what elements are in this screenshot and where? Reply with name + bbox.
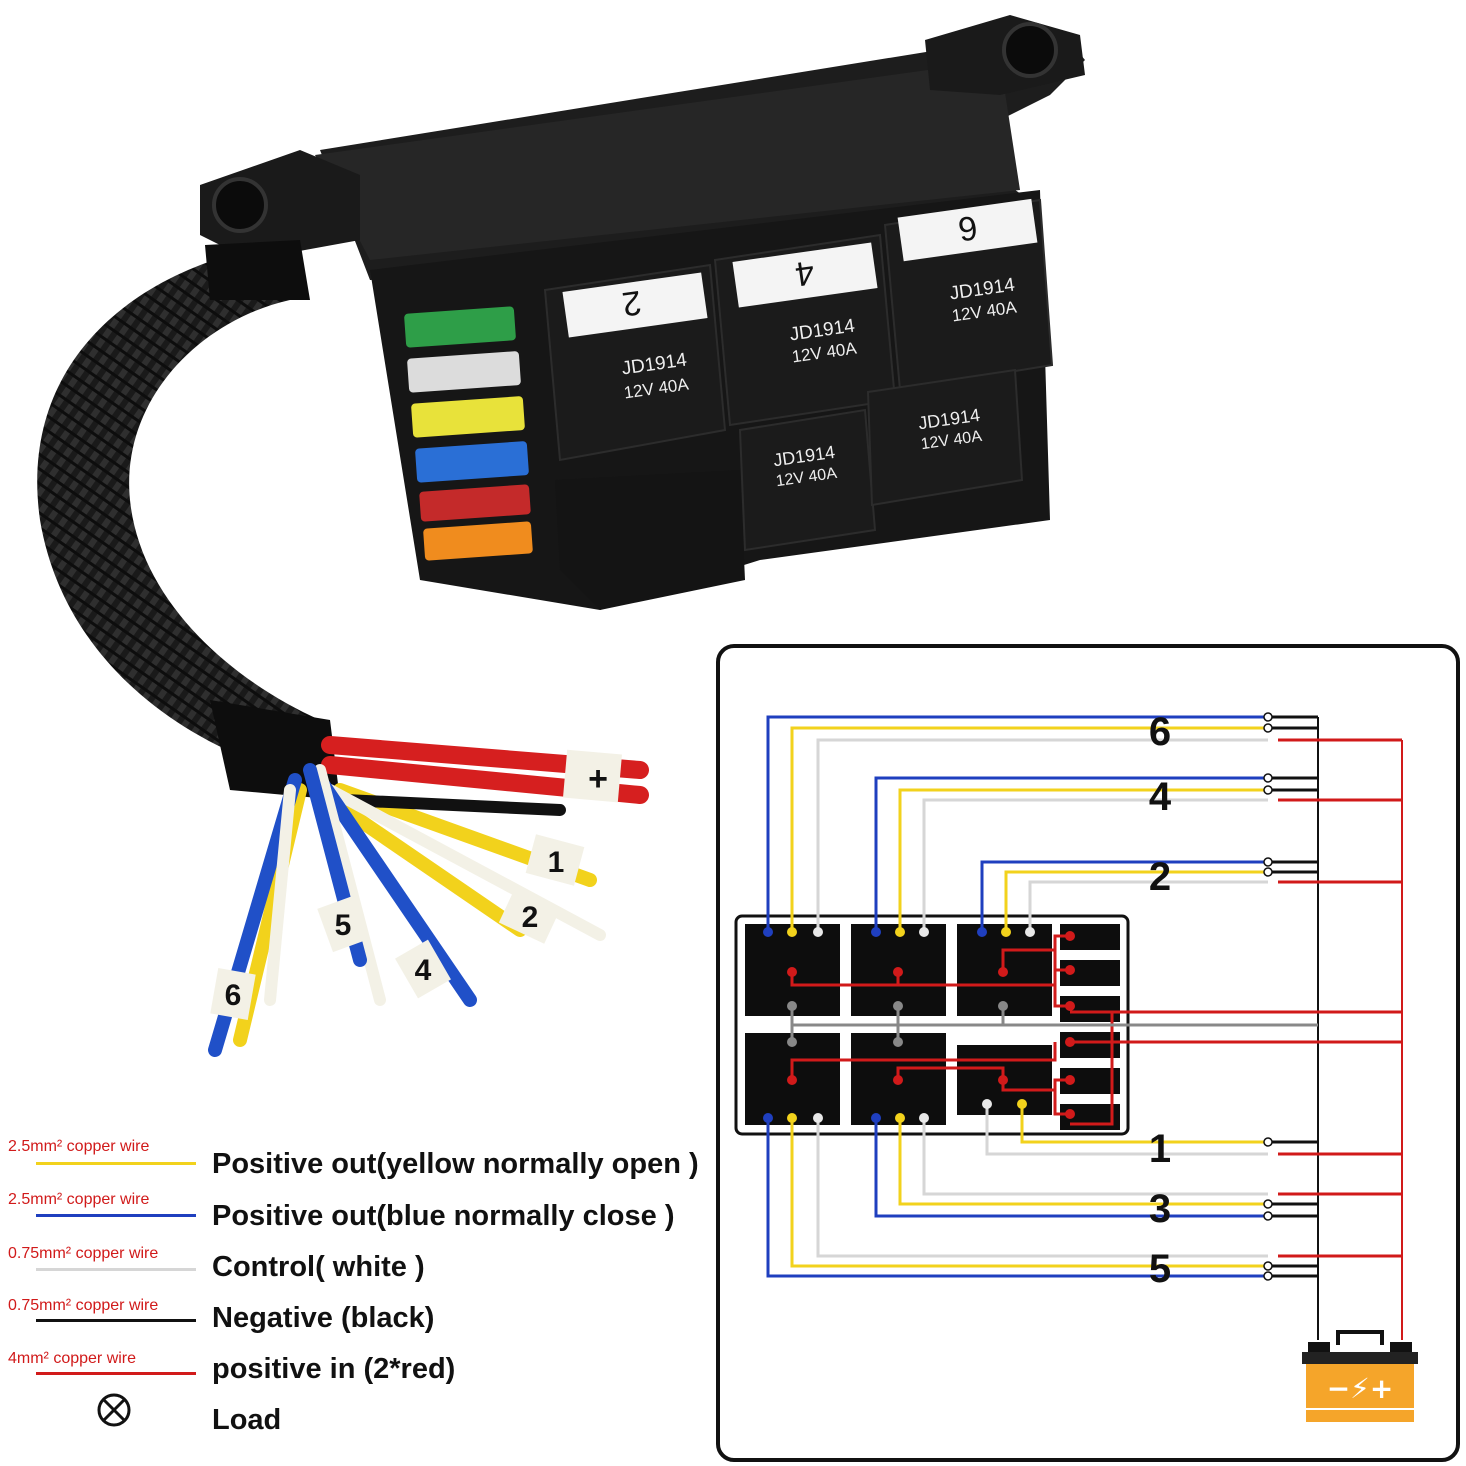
wire-tag-4: 4: [415, 954, 432, 987]
load-icon: [97, 1393, 131, 1427]
legend-spec-yellow: 2.5mm² copper wire: [8, 1138, 150, 1155]
relay-lower-middle: JD1914 12V 40A: [738, 408, 877, 552]
pin-dots: [763, 927, 1075, 1123]
legend-label-red: positive in (2*red): [212, 1353, 456, 1385]
fuse-feeds: [790, 934, 1402, 1126]
wire-tag-1: 1: [548, 846, 565, 879]
fuse-bank: [404, 306, 533, 561]
circuit-3-wires: [874, 1118, 1402, 1218]
wire-tag-6: 6: [225, 979, 242, 1012]
legend-label-yellow: Positive out(yellow normally open ): [212, 1148, 699, 1180]
fuse-red: [419, 484, 531, 522]
circuit-5-wires: [766, 1118, 1402, 1278]
circuit-label-5: 5: [1149, 1247, 1171, 1291]
circuit-label-2: 2: [1149, 855, 1171, 899]
fuse-green: [404, 306, 516, 348]
load-terminals: [1263, 712, 1273, 1281]
wire-tag-plus: +: [588, 760, 608, 798]
legend-label-black: Negative (black): [212, 1302, 435, 1334]
legend-spec-white: 0.75mm² copper wire: [8, 1245, 159, 1262]
legend-line-white: [36, 1268, 196, 1271]
relay-2: 2 JD1914 12V 40A: [543, 263, 727, 462]
circuit-label-3: 3: [1149, 1187, 1171, 1231]
relay-lower-right: JD1914 12V 40A: [866, 368, 1024, 507]
legend-line-black: [36, 1319, 196, 1322]
relay-4: 4 JD1914 12V 40A: [713, 233, 897, 427]
circuit-label-1: 1: [1149, 1127, 1171, 1171]
legend-line-yellow: [36, 1162, 196, 1165]
wiring-schematic: 6 4 2 1 3 5 −⚡+: [716, 644, 1460, 1462]
legend-line-blue: [36, 1214, 196, 1217]
fuse-white: [407, 351, 521, 393]
legend-spec-black: 0.75mm² copper wire: [8, 1297, 159, 1314]
circuit-6-wires: [766, 715, 1402, 932]
fuse-blue: [415, 441, 529, 483]
fuse-yellow: [411, 396, 525, 438]
legend-label-blue: Positive out(blue normally close ): [212, 1200, 675, 1232]
legend-spec-red: 4mm² copper wire: [8, 1350, 137, 1367]
mount-hole-left: [212, 177, 268, 233]
wire-tag-5: 5: [335, 909, 352, 942]
battery-symbols: −⚡+: [1327, 1372, 1394, 1405]
legend-spec-blue: 2.5mm² copper wire: [8, 1191, 150, 1208]
wire-tag-2: 2: [522, 901, 539, 934]
battery-icon: −⚡+: [1302, 1330, 1418, 1422]
legend-label-white: Control( white ): [212, 1251, 425, 1283]
relay-6: 6 JD1914 12V 40A: [883, 198, 1054, 392]
mount-hole-right: [1002, 22, 1058, 78]
wire-bundle: + 1 2 4 5 6: [208, 736, 649, 1057]
circuit-1-wires: [985, 1104, 1402, 1156]
circuit-label-4: 4: [1149, 775, 1172, 819]
circuit-label-6: 6: [1149, 710, 1171, 754]
fuse-orange: [423, 521, 533, 561]
legend-line-red: [36, 1372, 196, 1375]
circuit-2-wires: [980, 860, 1402, 932]
legend-label-load: Load: [212, 1404, 282, 1436]
braided-harness: [37, 240, 340, 800]
circuit-4-wires: [874, 776, 1402, 932]
